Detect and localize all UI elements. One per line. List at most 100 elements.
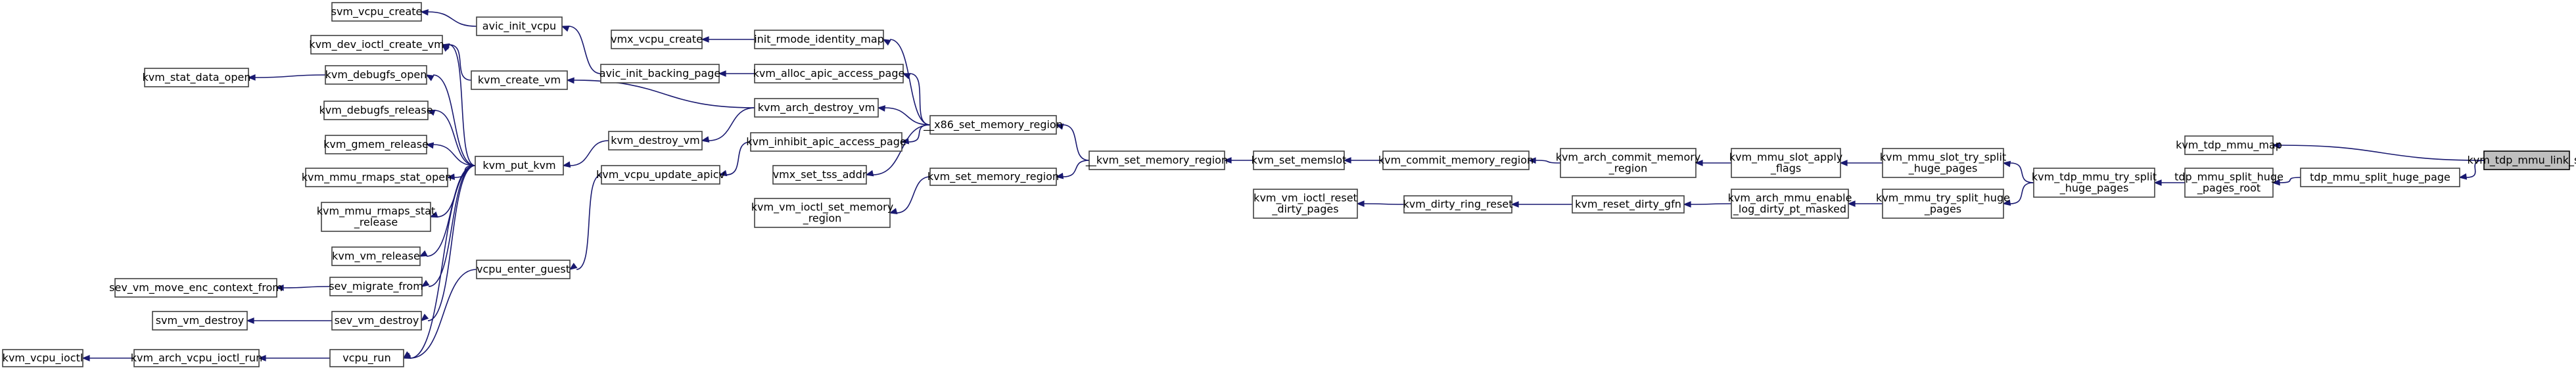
node-kvm-mmu-try-split-huge-pages[interactable]: kvm_mmu_try_split_huge_pages (1876, 189, 2010, 219)
edge-arrowhead (882, 39, 891, 46)
node-label: kvm_put_kvm (482, 159, 555, 172)
edge-arrowhead (419, 250, 428, 257)
edge-arrowhead (2153, 179, 2162, 186)
edge-arrowhead (446, 173, 455, 180)
node-kvm-vcpu-ioctl[interactable]: kvm_vcpu_ioctl (2, 349, 83, 367)
edge-vcpu-run-to-kvm-put-kvm (402, 165, 476, 359)
node-init-rmode-identity-map[interactable]: init_rmode_identity_map (754, 30, 884, 49)
edge-arrowhead (718, 70, 726, 77)
node-kvm-arch-mmu-enable-log-dirty-pt-masked[interactable]: kvm_arch_mmu_enable_log_dirty_pt_masked (1728, 189, 1852, 219)
node-vmx-set-tss-addr[interactable]: vmx_set_tss_addr (772, 165, 867, 185)
node-tdp-mmu-split-huge-pages-root[interactable]: tdp_mmu_split_huge_pages_root (2174, 168, 2283, 198)
edge-kvm-tdp-mmu-map-to-kvm-tdp-mmu-link-sp (2272, 142, 2485, 161)
node-kvm-create-vm[interactable]: kvm_create_vm (471, 70, 568, 90)
node-avic-init-vcpu[interactable]: avic_init_vcpu (476, 16, 563, 36)
node-kvm-dev-ioctl-create-vm[interactable]: kvm_dev_ioctl_create_vm (309, 35, 444, 55)
node-kvm-mmu-rmaps-stat-open[interactable]: kvm_mmu_rmaps_stat_open (302, 168, 452, 187)
node-vmx-vcpu-create[interactable]: vmx_vcpu_create (611, 30, 703, 49)
node-label: tdp_mmu_split_huge_page (2310, 171, 2450, 184)
node-vcpu-enter-guest[interactable]: vcpu_enter_guest (476, 260, 571, 279)
node-label: kvm_debugfs_release (319, 104, 433, 117)
node-box (600, 64, 720, 83)
node-kvm-arch-destroy-vm[interactable]: kvm_arch_destroy_vm (754, 98, 879, 118)
node-label: vmx_vcpu_create (611, 33, 703, 46)
node-kvm-tdp-mmu-try-split-huge-pages[interactable]: kvm_tdp_mmu_try_split_huge_pages (2032, 168, 2157, 198)
node-box (2483, 150, 2570, 170)
node-label: kvm_destroy_vm (611, 134, 699, 147)
node-label: kvm_vm_ioctl_reset (1253, 192, 1357, 205)
node-kvm-alloc-apic-access-page[interactable]: kvm_alloc_apic_access_page (753, 64, 905, 83)
node-svm-vcpu-create[interactable]: svm_vcpu_create (331, 2, 423, 22)
edge-kvm-set-memory-region-to-kvm-set-memslot (1223, 157, 1253, 164)
node-kvm-destroy-vm[interactable]: kvm_destroy_vm (608, 131, 703, 150)
node-sev-migrate-from[interactable]: sev_migrate_from (329, 277, 423, 296)
edge-line (254, 74, 326, 78)
node-kvm-mmu-slot-try-split-huge-pages[interactable]: kvm_mmu_slot_try_split_huge_pages (1880, 148, 2006, 178)
edge-arrowhead (246, 317, 254, 324)
node-label: kvm_arch_vcpu_ioctl_run (131, 352, 262, 365)
node-kvm-tdp-mmu-map[interactable]: kvm_tdp_mmu_map (2176, 135, 2282, 155)
edge-arrowhead (429, 211, 438, 218)
node-box (754, 64, 904, 83)
node-kvm-tdp-mmu-link-sp[interactable]: kvm_tdp_mmu_link_sp (2467, 150, 2576, 170)
node-kvm-set-memory-region[interactable]: kvm_set_memory_region (927, 168, 1059, 186)
node-kvm-reset-dirty-gfn[interactable]: kvm_reset_dirty_gfn (1572, 195, 1685, 214)
edge-line (448, 44, 476, 166)
node-vcpu-run[interactable]: vcpu_run (329, 349, 404, 367)
node-kvm-inhibit-apic-access-page[interactable]: kvm_inhibit_apic_access_page (746, 132, 906, 152)
node-kvm-put-kvm[interactable]: kvm_put_kvm (475, 156, 564, 175)
node-label: kvm_arch_destroy_vm (758, 101, 875, 114)
node-label: kvm_tdp_mmu_link_sp (2467, 154, 2576, 167)
edge-line (726, 141, 751, 175)
node-box (1089, 150, 1225, 170)
node-kvm-stat-data-open[interactable]: kvm_stat_data_open (143, 68, 251, 87)
edge-kvm-arch-mmu-enable-log-dirty-pt-masked-to-kvm-mmu-try-split-huge-pages (1847, 200, 1883, 207)
edge-kvm-arch-vcpu-ioctl-run-to-vcpu-run (258, 355, 330, 361)
edge-vcpu-enter-guest-to-kvm-vcpu-update-apicv (569, 174, 602, 270)
node-kvm-mmu-rmaps-stat-release[interactable]: kvm_mmu_rmaps_stat_release (317, 202, 436, 232)
edge-arrowhead (701, 36, 709, 43)
edge-arrowhead (247, 74, 256, 81)
node-kvm-debugfs-open[interactable]: kvm_debugfs_open (325, 65, 427, 85)
node-box (133, 349, 260, 367)
node-tdp-mmu-split-huge-page[interactable]: tdp_mmu_split_huge_page (2300, 168, 2460, 187)
node-svm-vm-destroy[interactable]: svm_vm_destroy (152, 311, 248, 331)
node-sev-vm-destroy[interactable]: sev_vm_destroy (331, 311, 422, 331)
node-kvm-vcpu-update-apicv[interactable]: kvm_vcpu_update_apicv (596, 165, 725, 185)
node-box (611, 30, 703, 49)
node-kvm-dirty-ring-reset[interactable]: kvm_dirty_ring_reset (1403, 195, 1513, 214)
node-kvm-vm-release[interactable]: kvm_vm_release (331, 246, 421, 266)
node-kvm-mmu-slot-apply-flags[interactable]: kvm_mmu_slot_apply_flags (1729, 148, 1843, 178)
node-box (144, 68, 249, 87)
node-box (2184, 168, 2274, 198)
edge-line (433, 144, 476, 166)
edge-kvm-gmem-release-to-kvm-put-kvm (425, 142, 476, 166)
node-kvm-vm-ioctl-set-memory-region[interactable]: kvm_vm_ioctl_set_memory_region (751, 198, 893, 228)
node-box (1253, 189, 1358, 219)
edge-kvm-mmu-try-split-huge-pages-to-kvm-tdp-mmu-try-split-huge-pages (2002, 182, 2034, 206)
node-kvm-vm-ioctl-reset-dirty-pages[interactable]: kvm_vm_ioctl_reset_dirty_pages (1253, 189, 1358, 219)
node-kvm-arch-commit-memory-region[interactable]: kvm_arch_commit_memory_region (1556, 148, 1701, 178)
edge-arrowhead (1683, 201, 1691, 208)
node-box (929, 168, 1057, 186)
node-kvm-gmem-release[interactable]: kvm_gmem_release (323, 135, 429, 154)
node-box (114, 278, 277, 298)
edge-line (896, 176, 931, 214)
node-kvm-debugfs-release[interactable]: kvm_debugfs_release (319, 101, 433, 120)
node-label: vcpu_run (342, 352, 390, 365)
node-box (1882, 189, 2004, 219)
node-kvm-commit-memory-region[interactable]: kvm_commit_memory_region (1378, 150, 1534, 170)
edge-kvm-alloc-apic-access-page-to-x86-set-memory-region (902, 73, 931, 126)
edge-line (427, 165, 476, 321)
node-kvm-set-memory-region[interactable]: __kvm_set_memory_region (1085, 150, 1228, 170)
edge-arrowhead (82, 355, 90, 361)
node-kvm-arch-vcpu-ioctl-run[interactable]: kvm_arch_vcpu_ioctl_run (131, 349, 262, 367)
edge-kvm-put-kvm-to-kvm-destroy-vm (562, 140, 609, 168)
node-kvm-set-memslot[interactable]: kvm_set_memslot (1252, 150, 1347, 170)
node-x86-set-memory-region[interactable]: __x86_set_memory_region (923, 115, 1063, 135)
node-sev-vm-move-enc-context-from[interactable]: sev_vm_move_enc_context_from (109, 278, 283, 298)
edge-arrowhead (561, 25, 570, 32)
node-box (152, 311, 248, 331)
node-avic-init-backing-page[interactable]: avic_init_backing_page (599, 64, 721, 83)
